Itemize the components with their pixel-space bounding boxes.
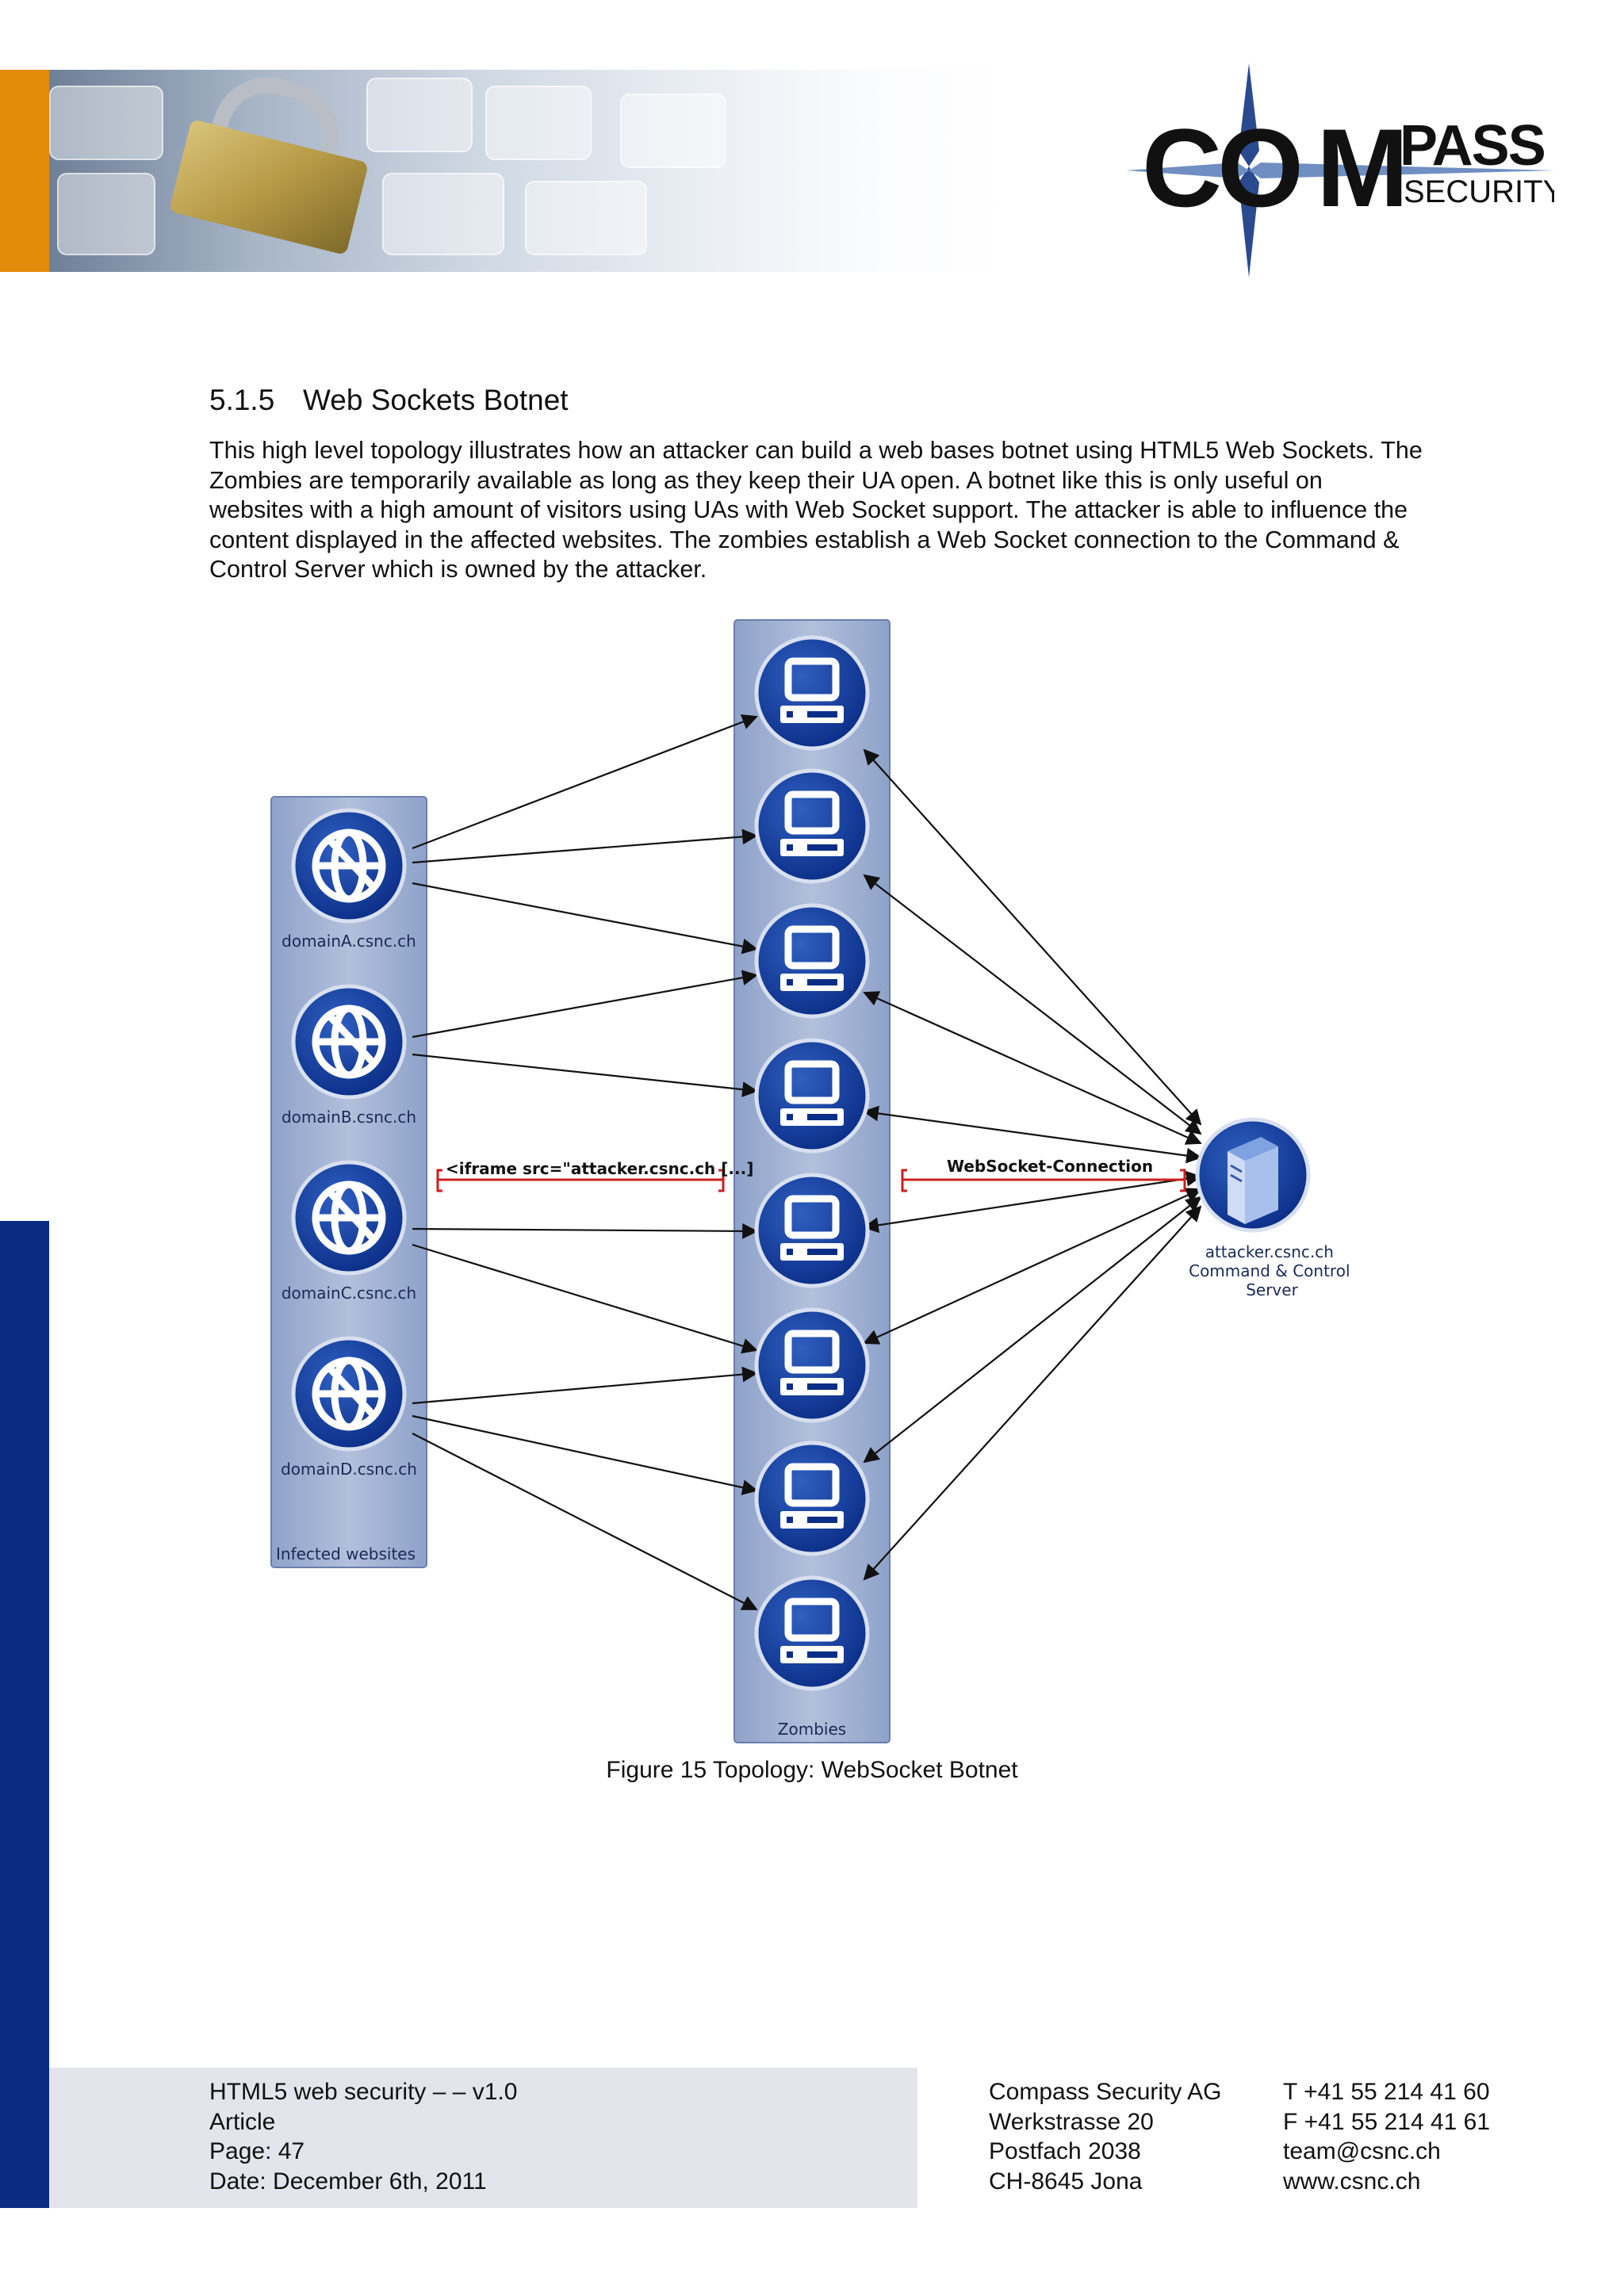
keyboard-key — [620, 94, 726, 168]
botnet-topology-diagram: Infected websites Zombies doma — [270, 619, 1355, 1743]
keyboard-key — [485, 86, 592, 160]
arrow — [412, 1366, 758, 1405]
globe-icon — [312, 1181, 386, 1255]
footer-date: Date: December 6th, 2011 — [209, 2168, 487, 2195]
infected-websites-label: Infected websites — [276, 1544, 416, 1563]
computer-icon — [780, 1060, 844, 1126]
domain-label: domainB.csnc.ch — [282, 1108, 416, 1127]
section-heading: 5.1.5 Web Sockets Botnet — [209, 384, 569, 417]
arrow — [863, 1196, 1202, 1464]
footer-document-info: HTML5 web security – – v1.0 Article Page… — [209, 2077, 518, 2196]
arrow — [412, 1243, 758, 1354]
arrow — [412, 882, 758, 955]
website-node-c: domainC.csnc.ch — [282, 1160, 416, 1303]
command-control-server-node: attacker.csnc.ch Command & Control Serve… — [1189, 1117, 1355, 1299]
zombie-server-arrows — [863, 748, 1202, 1581]
computer-icon — [780, 1598, 844, 1663]
domain-label: domainC.csnc.ch — [282, 1284, 416, 1303]
arrow — [412, 1433, 758, 1610]
computer-icon — [780, 790, 844, 856]
footer-city: CH-8645 Jona — [989, 2168, 1143, 2195]
globe-icon — [312, 828, 386, 903]
keyboard-key — [366, 78, 473, 152]
keyboard-key — [382, 173, 504, 255]
footer-band — [49, 2068, 917, 2208]
zombies-label: Zombies — [778, 1720, 846, 1739]
zombie-node-7 — [754, 1441, 870, 1556]
zombie-node-6 — [754, 1307, 870, 1423]
header-orange-bar — [0, 70, 49, 272]
arrow — [863, 874, 1202, 1135]
server-label-line-3: Server — [1246, 1280, 1298, 1299]
footer-company: Compass Security AG — [989, 2079, 1222, 2105]
server-icon — [1228, 1137, 1278, 1224]
zombie-node-5 — [754, 1173, 870, 1288]
computer-icon — [780, 1463, 844, 1529]
footer-web[interactable]: www.csnc.ch — [1283, 2168, 1421, 2195]
footer-phone: T +41 55 214 41 60 — [1283, 2079, 1490, 2105]
keyboard-key — [525, 181, 647, 255]
footer-doc-type: Article — [209, 2108, 276, 2135]
arrow — [412, 1414, 758, 1495]
arrow — [412, 1223, 758, 1239]
footer-doc-title: HTML5 web security – – v1.0 — [209, 2079, 518, 2105]
padlock-icon — [168, 118, 370, 256]
logo-text-pass: PASS — [1400, 114, 1545, 178]
compass-security-logo: CO M PASS SECURITY — [1126, 63, 1554, 277]
domain-label: domainD.csnc.ch — [281, 1460, 417, 1479]
zombie-node-2 — [754, 768, 870, 884]
computer-icon — [780, 657, 844, 723]
logo-text-m: M — [1316, 105, 1404, 230]
section-title: Web Sockets Botnet — [303, 384, 569, 416]
arrow — [412, 714, 758, 850]
computer-icon — [780, 1330, 844, 1395]
server-label-line-2: Command & Control — [1189, 1261, 1350, 1280]
footer-page: Page: 47 — [209, 2138, 305, 2164]
footer-contact: T +41 55 214 41 60 F +41 55 214 41 61 te… — [1283, 2077, 1490, 2196]
website-node-d: domainD.csnc.ch — [281, 1336, 417, 1479]
website-node-a: domainA.csnc.ch — [282, 808, 416, 951]
section-number: 5.1.5 — [209, 384, 275, 416]
iframe-label: <iframe src="attacker.csnc.ch [...] — [446, 1159, 753, 1178]
zombie-node-8 — [754, 1575, 870, 1691]
keyboard-key — [57, 173, 155, 255]
arrow — [863, 1188, 1202, 1345]
zombie-node-1 — [754, 635, 870, 751]
zombie-node-4 — [754, 1038, 870, 1154]
logo-text-co: CO — [1142, 105, 1300, 230]
footer-address: Compass Security AG Werkstrasse 20 Postf… — [989, 2077, 1221, 2196]
footer-street: Werkstrasse 20 — [989, 2108, 1154, 2135]
globe-icon — [312, 1004, 386, 1079]
figure-caption: Figure 15 Topology: WebSocket Botnet — [606, 1757, 1018, 1783]
computer-icon — [780, 925, 844, 991]
footer-fax: F +41 55 214 41 61 — [1283, 2108, 1491, 2135]
websocket-bracket — [901, 1169, 1186, 1192]
zombie-node-3 — [754, 903, 870, 1019]
domain-label: domainA.csnc.ch — [282, 932, 416, 951]
arrow — [863, 1170, 1202, 1234]
arrow — [412, 970, 758, 1039]
body-paragraph: This high level topology illustrates how… — [209, 437, 1423, 583]
server-label: attacker.csnc.ch Command & Control Serve… — [1189, 1242, 1355, 1299]
keyboard-key — [49, 86, 163, 160]
arrow — [863, 1205, 1202, 1581]
website-node-b: domainB.csnc.ch — [282, 984, 416, 1127]
iframe-bracket — [436, 1169, 725, 1192]
arrow — [412, 828, 758, 864]
header-photo-keyboard-padlock — [49, 70, 1009, 272]
websocket-label: WebSocket-Connection — [947, 1157, 1153, 1176]
server-label-line-1: attacker.csnc.ch — [1205, 1242, 1334, 1261]
left-blue-bar — [0, 1221, 49, 2208]
computer-icon — [780, 1195, 844, 1261]
arrow — [412, 1053, 758, 1097]
globe-icon — [312, 1357, 386, 1431]
arrow — [863, 1105, 1202, 1164]
footer-email[interactable]: team@csnc.ch — [1283, 2138, 1441, 2164]
logo-text-security: SECURITY — [1404, 174, 1554, 209]
footer-postbox: Postfach 2038 — [989, 2138, 1141, 2164]
website-to-zombie-arrows — [412, 714, 758, 1610]
